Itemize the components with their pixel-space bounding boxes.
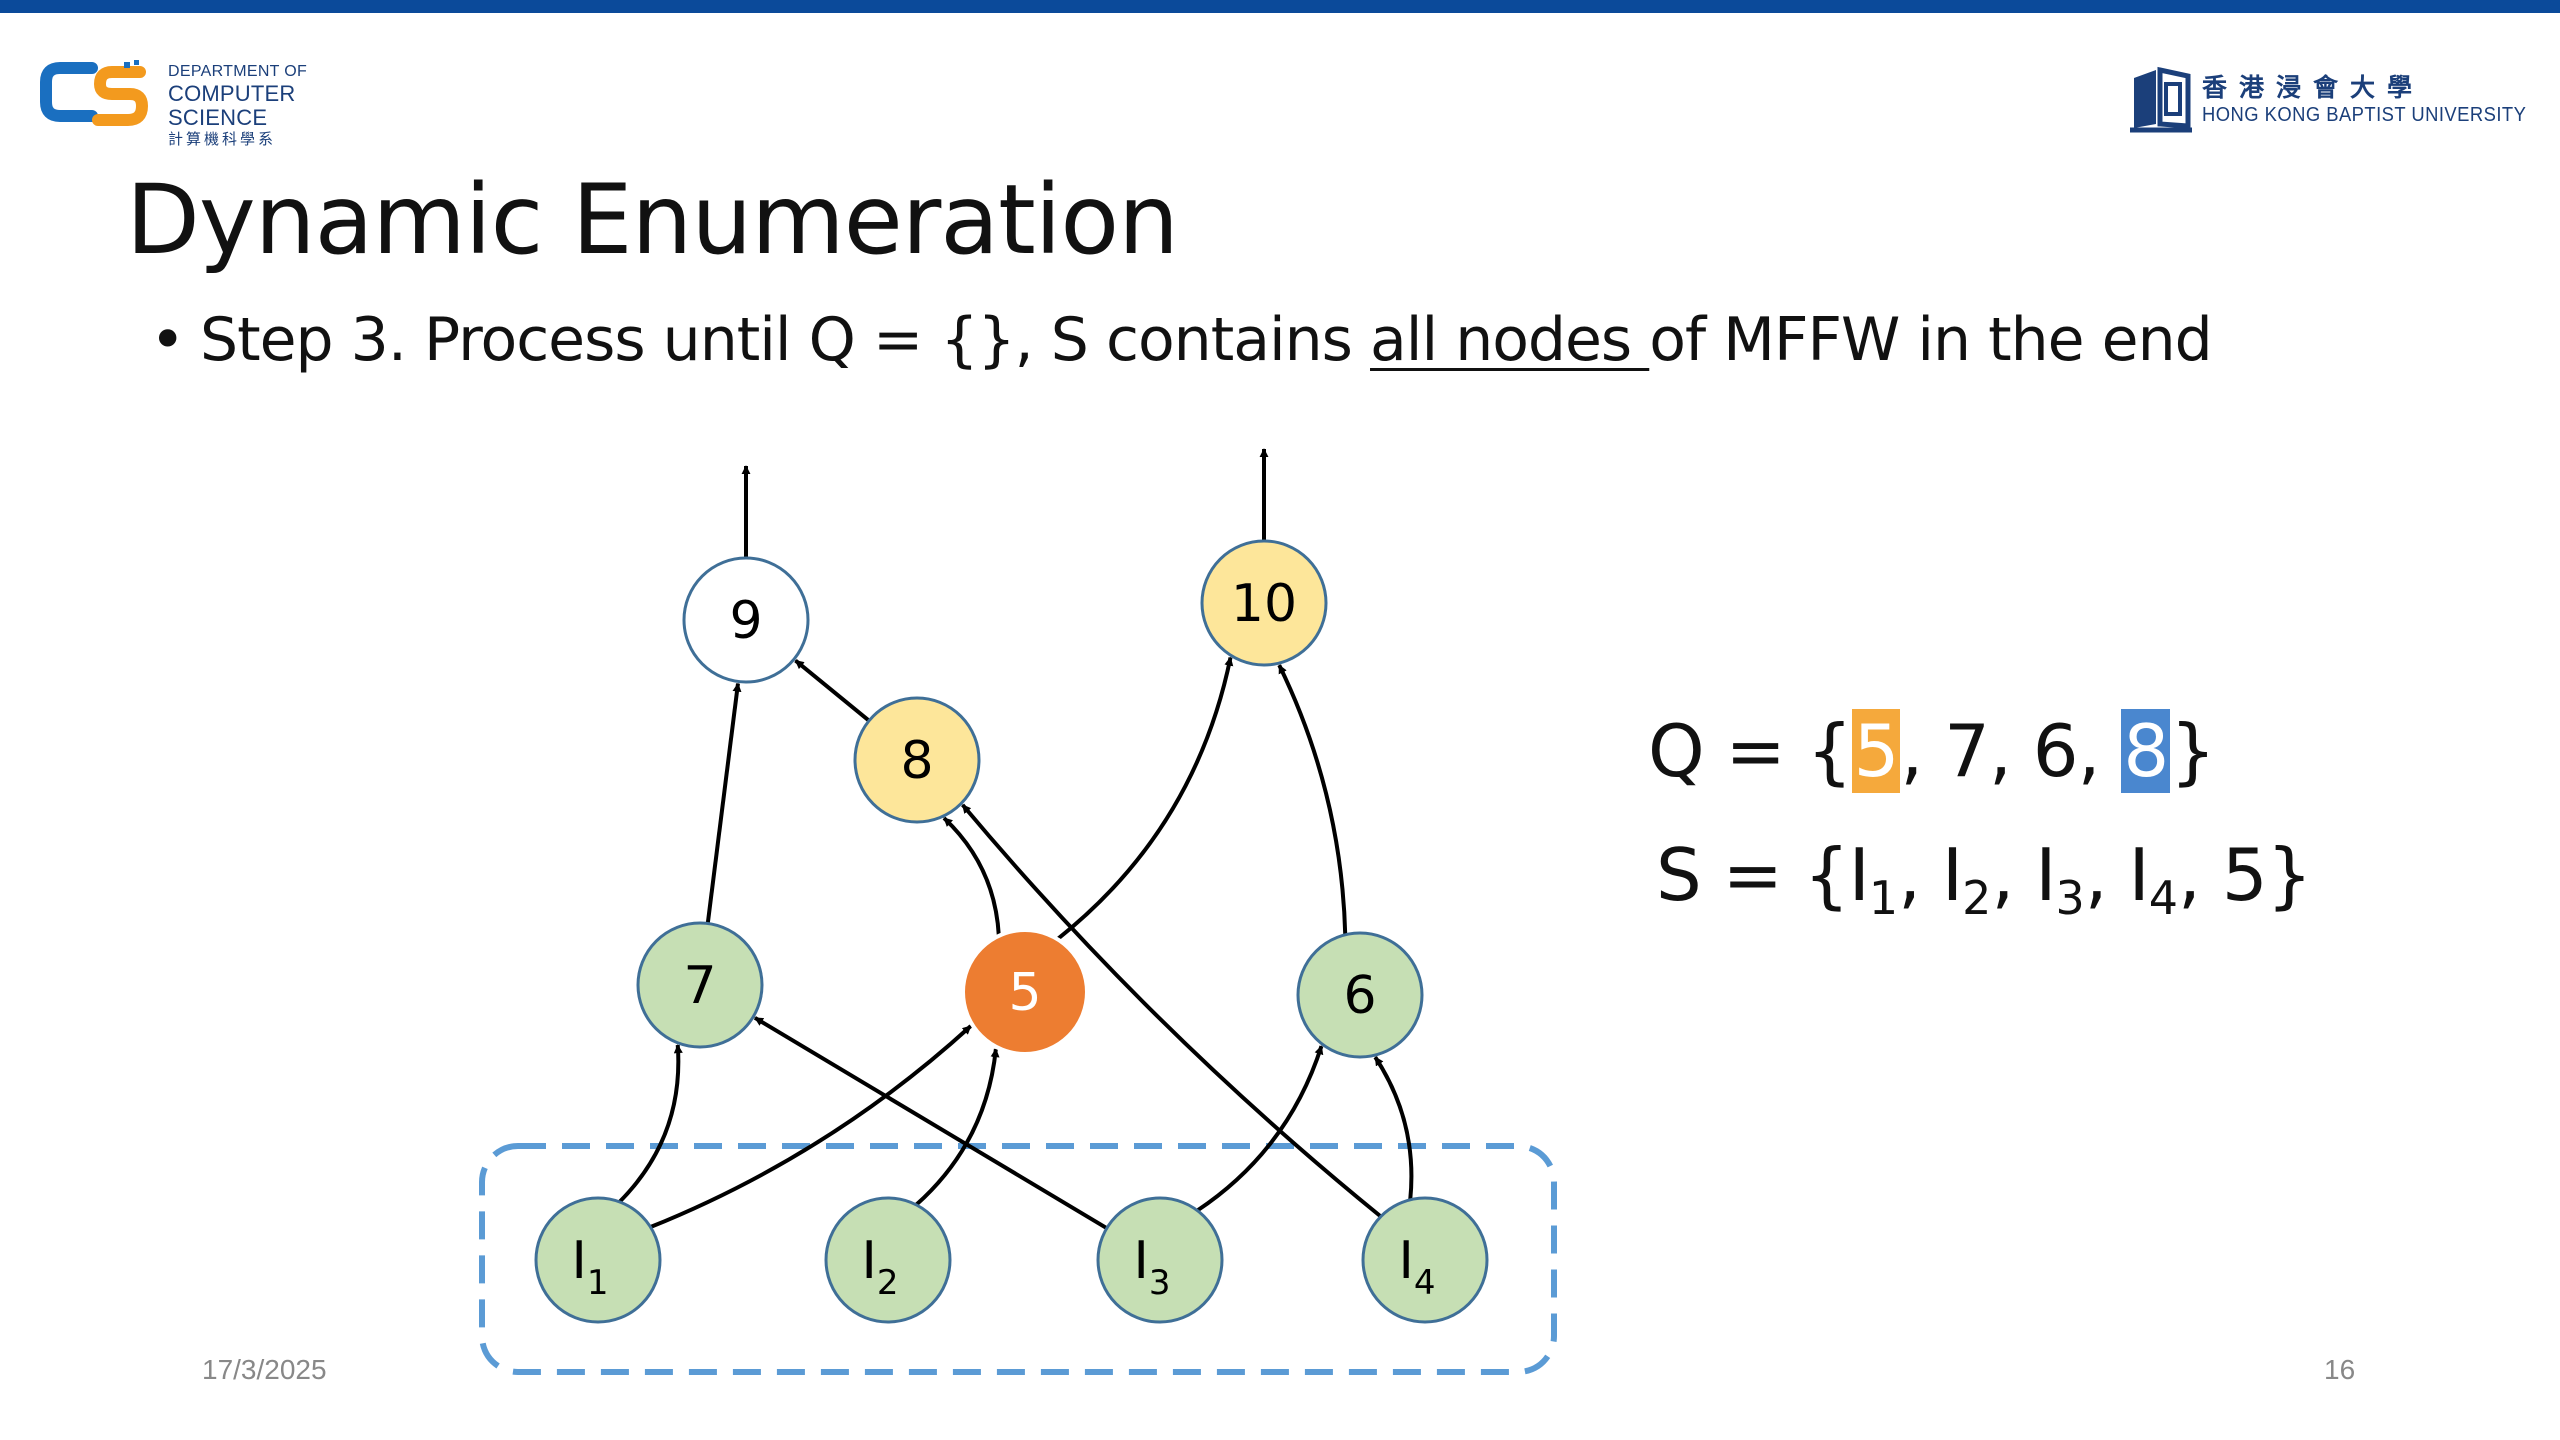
node-i2: I2: [824, 1196, 952, 1324]
university-name-english: HONG KONG BAPTIST UNIVERSITY: [2202, 104, 2527, 126]
node-i3: I3: [1096, 1196, 1224, 1324]
edge-i2-to-n5: [914, 1048, 1000, 1207]
dept-line2: COMPUTER SCIENCE: [168, 81, 296, 130]
node-n8: 8: [853, 696, 981, 824]
dept-line1: DEPARTMENT OF: [168, 63, 308, 80]
queue-line: Q = {5, 7, 6, 8}: [1648, 706, 2216, 796]
node-circle-i3: [1096, 1196, 1224, 1324]
node-i1: I1: [534, 1196, 662, 1324]
node-circle-n10: [1200, 539, 1328, 667]
set-s-prefix: S = {: [1656, 833, 1850, 917]
edge-n7-to-n9: [705, 682, 742, 924]
node-subscript-i3: 3: [1149, 1263, 1171, 1303]
node-label-n5: 5: [1008, 963, 1041, 1023]
edge-i4-to-n8: [961, 803, 1383, 1219]
edges-layer: [618, 448, 1414, 1230]
node-label-n10: 10: [1231, 574, 1297, 634]
node-circle-i2: [824, 1196, 952, 1324]
slide-title: Dynamic Enumeration: [126, 164, 1179, 276]
node-n6: 6: [1296, 931, 1424, 1059]
university-logo: 香港浸會大學 HONG KONG BAPTIST UNIVERSITY: [2126, 64, 2526, 134]
page-number: 16: [2324, 1354, 2356, 1385]
node-circle-i4: [1361, 1196, 1489, 1324]
cs-logo-icon: [40, 60, 149, 126]
node-circle-n6: [1296, 931, 1424, 1059]
edge-n6-to-n10: [1277, 664, 1348, 935]
edge-i3-to-n7: [753, 1016, 1108, 1230]
set-s-line: S = {I1, I2, I3, I4, 5}: [1656, 830, 2313, 943]
node-circle-n5: [961, 928, 1089, 1056]
node-label-n6: 6: [1343, 966, 1376, 1026]
node-label-n9: 9: [729, 591, 762, 651]
set-s-tail: 5: [2221, 833, 2268, 917]
node-i4: I4: [1361, 1196, 1489, 1324]
node-n10: 10: [1200, 539, 1328, 667]
edge-n8-to-n9: [794, 658, 871, 723]
node-subscript-i1: 1: [587, 1263, 609, 1303]
hkbu-crest-icon: [2130, 66, 2192, 133]
node-n9: 9: [682, 556, 810, 684]
queue-suffix: }: [2170, 709, 2216, 793]
bullet-text-before: Step 3. Process until Q = {}, S contains: [200, 305, 1371, 375]
queue-item-last: 8: [2121, 709, 2171, 793]
node-circle-n8: [853, 696, 981, 824]
node-subscript-i2: 2: [877, 1263, 899, 1303]
node-circle-n7: [636, 921, 764, 1049]
node-subscript-i4: 4: [1414, 1263, 1436, 1303]
set-s-suffix: }: [2266, 833, 2313, 917]
department-logo: DEPARTMENT OF COMPUTER SCIENCE 計算機科學系: [40, 58, 380, 148]
node-n5: 5: [961, 928, 1089, 1056]
bullet-point: •Step 3. Process until Q = {}, S contain…: [150, 300, 2213, 380]
node-label-n7: 7: [683, 956, 716, 1016]
set-s-item-2: I2,: [1941, 833, 2036, 925]
dept-line3: 計算機科學系: [168, 131, 277, 148]
bullet-marker: •: [150, 305, 185, 375]
set-s-item-1: I1,: [1848, 833, 1942, 925]
edge-n5-to-n8: [942, 816, 1001, 936]
queue-middle: , 7, 6,: [1900, 709, 2122, 793]
input-set-dashed-box: [479, 1143, 1557, 1375]
node-n7: 7: [636, 921, 764, 1049]
queue-item-current: 5: [1851, 709, 1901, 793]
queue-prefix: Q = {: [1648, 709, 1853, 793]
edge-i4-to-n6: [1373, 1056, 1414, 1200]
edge-n5-to-n10: [1056, 656, 1234, 941]
edge-i3-to-n6: [1196, 1045, 1324, 1213]
bullet-text-after: of MFFW in the end: [1649, 305, 2212, 375]
university-name-chinese: 香港浸會大學: [2202, 73, 2425, 102]
bullet-text-underlined: all nodes: [1370, 305, 1650, 375]
edge-i1-to-n5: [649, 1024, 973, 1229]
top-accent-bar: [0, 0, 2560, 13]
footer-date: 17/3/2025: [202, 1354, 327, 1385]
set-s-item-4: I4,: [2128, 833, 2222, 925]
node-circle-i1: [534, 1196, 662, 1324]
nodes-layer: 9 10 8 7 5 6I1 I2 I3 I4: [534, 539, 1489, 1324]
set-s-item-3: I3,: [2035, 833, 2129, 925]
edge-i1-to-n7: [618, 1044, 683, 1204]
node-label-n8: 8: [900, 731, 933, 791]
node-circle-n9: [682, 556, 810, 684]
